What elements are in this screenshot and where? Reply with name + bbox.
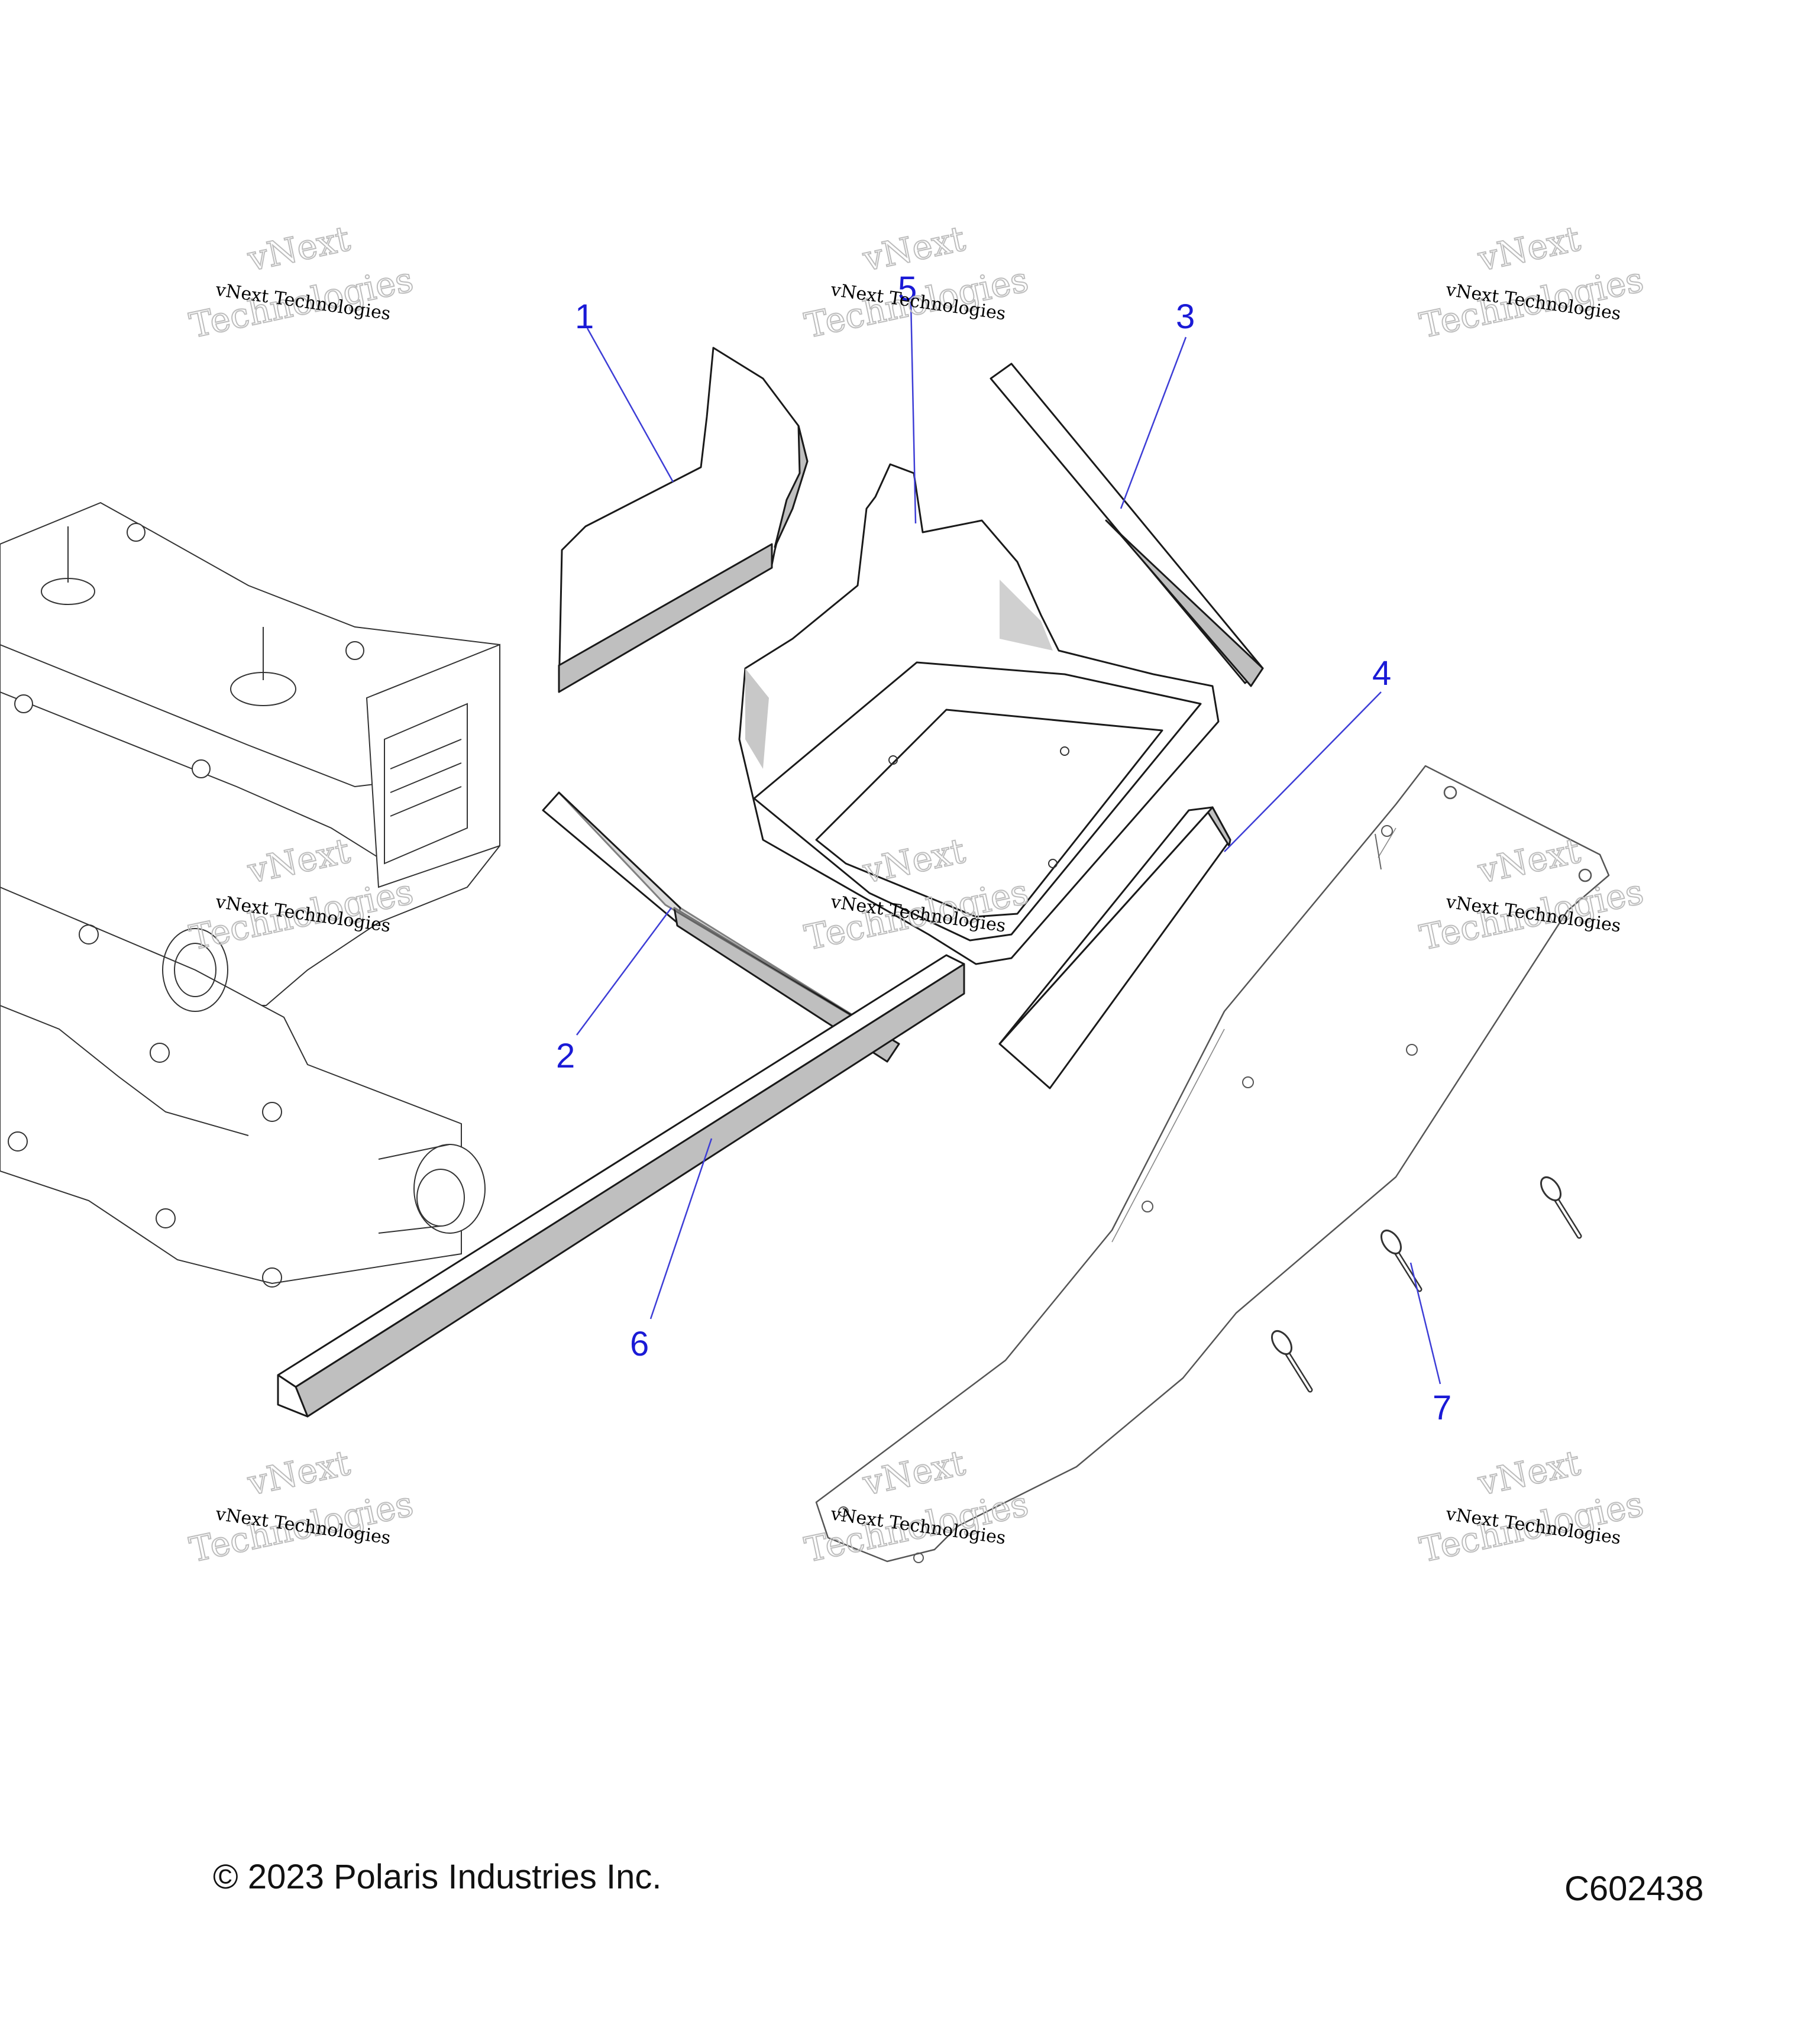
watermark-r3c1: vNext Technologies vNext Technologies <box>186 1442 418 1571</box>
leader-6 <box>649 1138 713 1319</box>
leader-3 <box>1120 337 1187 509</box>
leader-7 <box>1409 1262 1441 1385</box>
skid-plate <box>815 765 1610 1563</box>
callout-2: 2 <box>556 1037 575 1075</box>
watermark-r1c3: vNext Technologies vNext Technologies <box>1416 218 1648 347</box>
svg-text:vNext: vNext <box>1474 1443 1583 1503</box>
part-1-panel <box>558 347 809 693</box>
callout-6: 6 <box>630 1325 649 1363</box>
callout-7: 7 <box>1433 1389 1451 1427</box>
diagram-code: C602438 <box>1564 1870 1704 1908</box>
watermark-r3c3: vNext Technologies vNext Technologies <box>1416 1442 1648 1571</box>
watermark-r1c1: vNext Technologies vNext Technologies <box>186 218 418 347</box>
svg-text:vNext: vNext <box>244 218 353 279</box>
rivet-a <box>1380 1229 1422 1292</box>
leader-1 <box>586 328 674 483</box>
svg-text:vNext: vNext <box>1474 218 1583 279</box>
part-6-long-bar <box>277 954 965 1418</box>
svg-text:vNext: vNext <box>244 1443 353 1503</box>
rivet-b <box>1540 1176 1582 1239</box>
callout-4: 4 <box>1372 654 1391 693</box>
watermark-r1c2: vNext Technologies vNext Technologies <box>801 218 1033 347</box>
callout-5: 5 <box>898 270 917 308</box>
leader-4 <box>1224 691 1382 852</box>
part-7-rivets <box>1270 1176 1582 1393</box>
leader-lines <box>576 301 1441 1385</box>
callout-3: 3 <box>1176 297 1195 336</box>
callout-labels: 1 5 3 4 2 6 7 <box>556 270 1451 1427</box>
callout-1: 1 <box>575 297 594 336</box>
part-5-duct <box>738 463 1220 965</box>
rivet-c <box>1270 1330 1313 1393</box>
part-4-bar <box>998 806 1231 1089</box>
copyright-text: © 2023 Polaris Industries Inc. <box>213 1858 662 1896</box>
leader-5 <box>910 301 917 524</box>
leader-2 <box>576 907 673 1036</box>
part-3-strip <box>990 363 1264 687</box>
engine-illustration <box>0 502 500 1288</box>
